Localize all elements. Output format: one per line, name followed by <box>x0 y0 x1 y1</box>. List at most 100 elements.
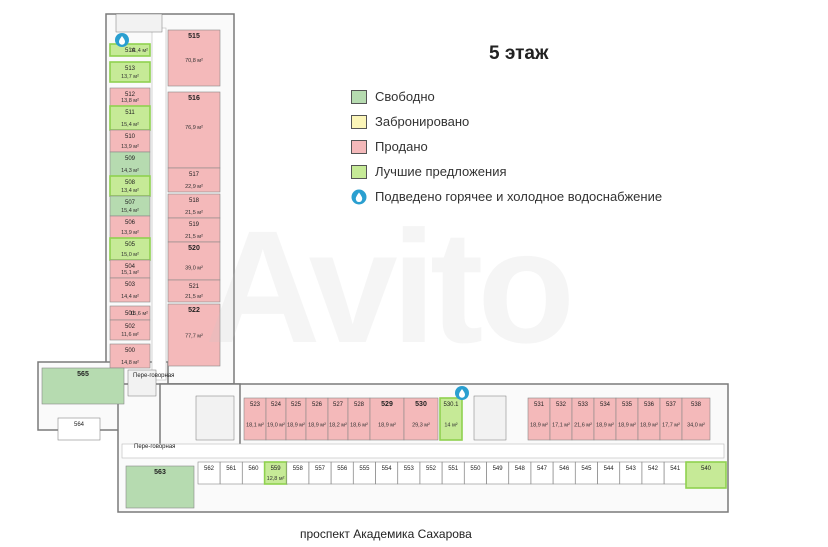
room-number: 542 <box>648 466 659 472</box>
room-area: 18,9 м² <box>596 423 614 429</box>
room-fill <box>167 217 221 243</box>
room-556[interactable]: 556 <box>330 461 354 485</box>
room-fill <box>125 465 195 509</box>
room-number: 540 <box>701 466 712 472</box>
room-544[interactable]: 544 <box>597 461 620 485</box>
room-552[interactable]: 552 <box>419 461 443 485</box>
room-557[interactable]: 557 <box>308 461 332 485</box>
room-number: 520 <box>188 245 200 252</box>
room-number: 550 <box>470 466 481 472</box>
room-543[interactable]: 543 <box>619 461 643 485</box>
room-fill <box>109 61 151 83</box>
room-561[interactable]: 561 <box>219 461 243 485</box>
room-area: 15,6 м² <box>130 311 148 317</box>
meeting-room-label-1: Пере-говорная <box>133 373 174 379</box>
room-fill <box>167 241 221 281</box>
room-507[interactable]: 507 15,4 м² <box>109 195 151 217</box>
room-564[interactable]: 564 <box>57 417 101 441</box>
room-546[interactable]: 546 <box>552 461 576 485</box>
room-area: 18,2 м² <box>329 423 347 429</box>
room-number: 507 <box>125 200 136 206</box>
room-area: 14,4 м² <box>121 294 139 300</box>
room-541[interactable]: 541 <box>663 461 687 485</box>
room-562[interactable]: 562 <box>197 461 221 485</box>
room-area: 18,6 м² <box>350 423 368 429</box>
room-565[interactable]: 565 <box>41 367 125 405</box>
room-fill <box>167 193 221 219</box>
room-area: 21,5 м² <box>185 210 203 216</box>
room-545[interactable]: 545 <box>575 461 598 485</box>
room-area: 18,9 м² <box>378 423 396 429</box>
room-540[interactable]: 540 <box>685 461 727 489</box>
room-530-1[interactable]: 530.114 м² <box>439 397 463 441</box>
room-547[interactable]: 547 <box>530 461 554 485</box>
room-area: 13,8 м² <box>121 98 139 104</box>
room-number: 545 <box>581 466 592 472</box>
room-number: 564 <box>74 422 85 428</box>
room-548[interactable]: 548 <box>508 461 532 485</box>
room-area: 21,6 м² <box>574 423 592 429</box>
room-area: 13,9 м² <box>121 144 139 150</box>
room-551[interactable]: 551 <box>441 461 465 485</box>
room-553[interactable]: 553 <box>397 461 421 485</box>
room-560[interactable]: 560 <box>242 461 265 485</box>
room-fill <box>109 43 151 57</box>
room-563[interactable]: 563 <box>125 465 195 509</box>
room-549[interactable]: 549 <box>486 461 509 485</box>
room-number: 522 <box>188 307 200 314</box>
room-fill <box>57 417 101 441</box>
room-554[interactable]: 554 <box>375 461 398 485</box>
room-550[interactable]: 550 <box>464 461 487 485</box>
green-square-icon <box>351 89 367 104</box>
room-528[interactable]: 528 18,6 м² <box>347 397 371 441</box>
watermark: Avito <box>205 197 575 376</box>
room-555[interactable]: 555 <box>353 461 376 485</box>
room-area: 15,4 м² <box>121 208 139 214</box>
room-area: 13,9 м² <box>121 230 139 236</box>
room-558[interactable]: 558 <box>286 461 310 485</box>
room-542[interactable]: 542 <box>641 461 665 485</box>
room-area: 17,1 м² <box>552 423 570 429</box>
room-number: 561 <box>226 466 237 472</box>
room-number: 516 <box>188 95 200 102</box>
room-number: 528 <box>354 402 365 408</box>
